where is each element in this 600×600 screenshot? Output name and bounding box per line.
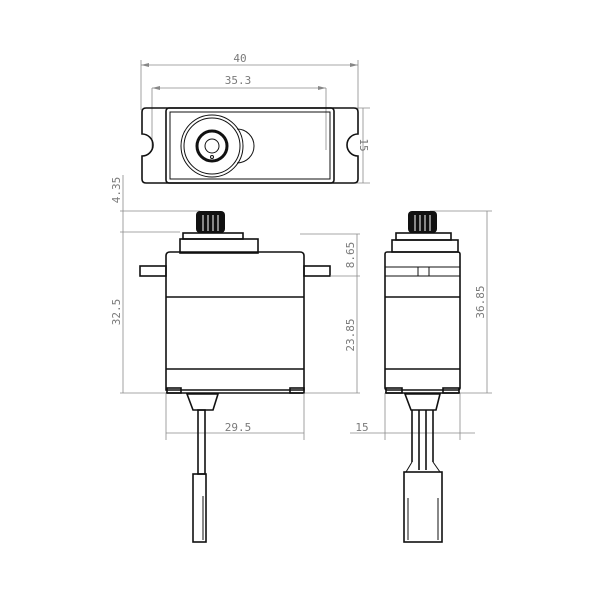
- dim-overall-length: 40: [233, 52, 246, 65]
- dim-hole-spacing: 35.3: [225, 74, 252, 87]
- dim-top-to-tab: 8.65: [344, 242, 357, 269]
- dim-tab-to-bottom: 23.85: [344, 318, 357, 351]
- top-view: [140, 60, 370, 184]
- dim-body-length: 29.5: [225, 421, 252, 434]
- dim-width: 15: [357, 138, 370, 151]
- dim-side-width: 15: [355, 421, 368, 434]
- front-view: [120, 175, 360, 543]
- side-view: [350, 210, 492, 543]
- dim-body-height: 32.5: [110, 299, 123, 326]
- dim-overall-height: 36.85: [474, 285, 487, 318]
- dim-spline-height: 4.35: [110, 177, 123, 204]
